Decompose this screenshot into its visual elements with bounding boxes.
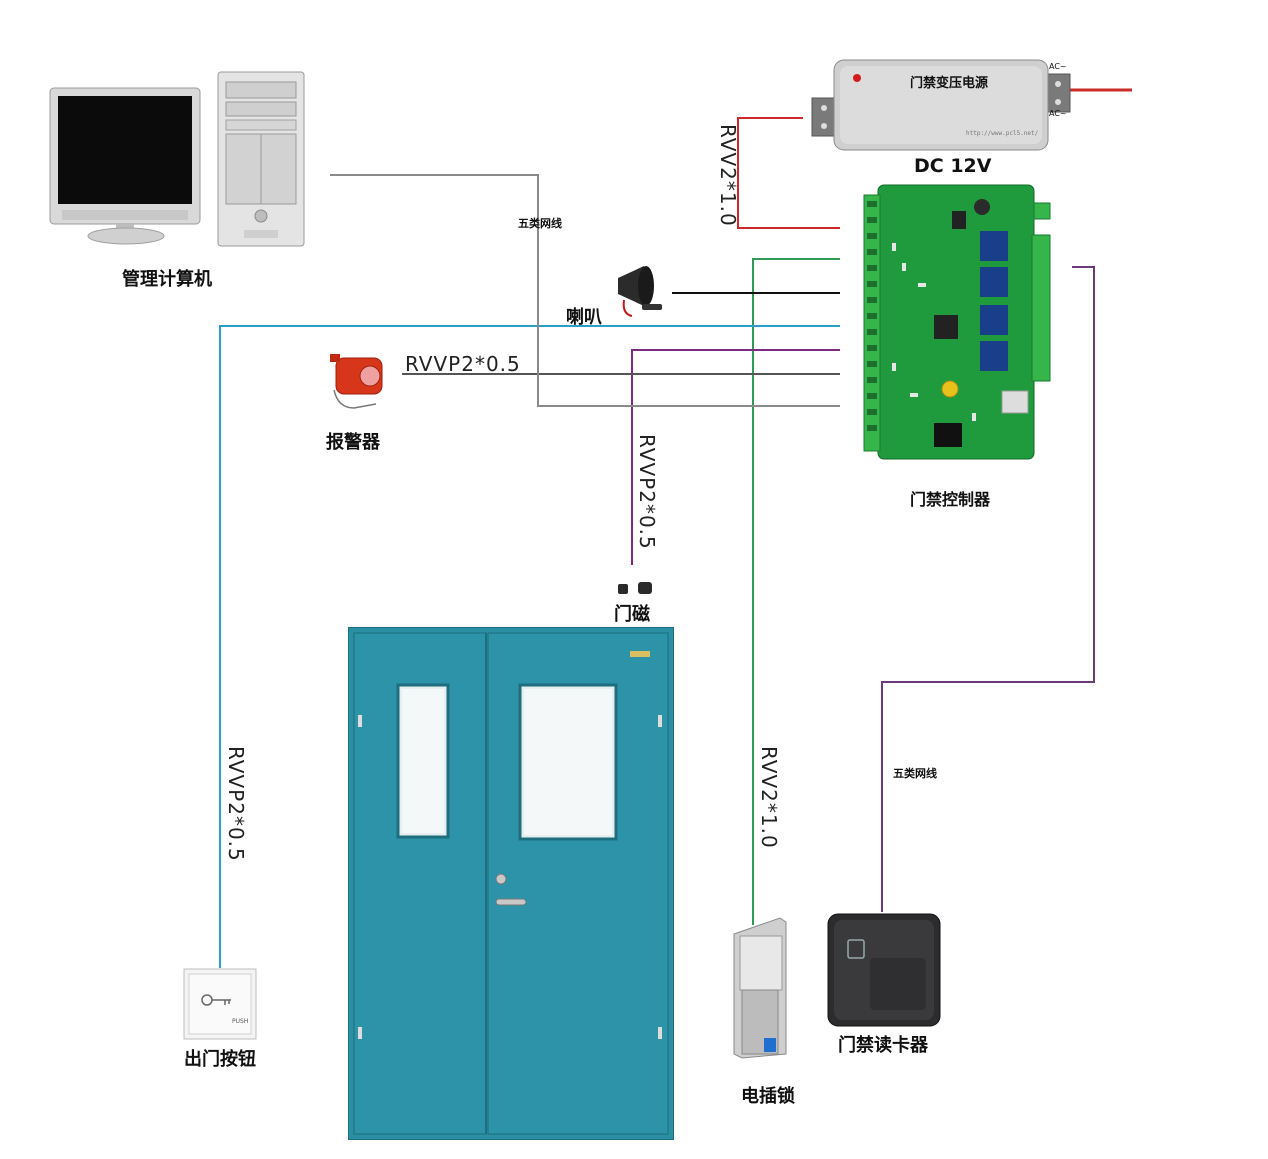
dc-voltage-label: DC 12V — [914, 155, 992, 177]
computer-device — [48, 70, 310, 250]
lock-cable-label: RVV2*1.0 — [757, 746, 781, 849]
card-reader-device — [826, 912, 942, 1028]
exit-button-cable-label: RVVP2*0.5 — [224, 746, 248, 862]
power-wire — [737, 117, 840, 229]
alarm-label: 报警器 — [326, 432, 380, 453]
speaker-device — [612, 258, 674, 320]
lock-wire — [752, 258, 840, 925]
power-supply-url: http://www.pcl5.net/ — [966, 130, 1039, 137]
network-cable-label-reader: 五类网线 — [893, 767, 937, 780]
network-wire-computer — [330, 174, 840, 407]
exit-button-device[interactable] — [183, 968, 257, 1040]
alarm-device — [320, 350, 394, 414]
double-door — [347, 626, 675, 1141]
door-sensor-cable-label: RVVP2*0.5 — [635, 434, 659, 550]
electric-lock-label: 电插锁 — [741, 1086, 795, 1107]
network-wire-reader — [881, 266, 1095, 912]
alarm-cable-label: RVVP2*0.5 — [405, 352, 521, 376]
exit-button-push-text: PUSH — [232, 1018, 249, 1025]
electric-lock-device — [730, 914, 790, 1060]
speaker-label: 喇叭 — [566, 307, 602, 328]
power-cable-label: RVV2*1.0 — [716, 124, 740, 227]
ac-label-top: AC~ — [1049, 62, 1067, 71]
door-sensor-device — [614, 576, 658, 598]
power-supply-label: 门禁变压电源 — [910, 76, 989, 91]
network-cable-label-computer: 五类网线 — [518, 217, 562, 230]
power-supply-device — [810, 58, 1072, 152]
controller-label: 门禁控制器 — [910, 490, 991, 509]
door-sensor-wire — [631, 349, 840, 565]
exit-button-label: 出门按钮 — [184, 1049, 256, 1070]
ac-label-bottom: AC~ — [1049, 109, 1067, 118]
card-reader-label: 门禁读卡器 — [838, 1035, 928, 1056]
controller-board — [862, 183, 1052, 461]
exit-button-wire — [219, 325, 840, 968]
door-sensor-label: 门磁 — [614, 604, 650, 625]
computer-label: 管理计算机 — [122, 269, 212, 290]
